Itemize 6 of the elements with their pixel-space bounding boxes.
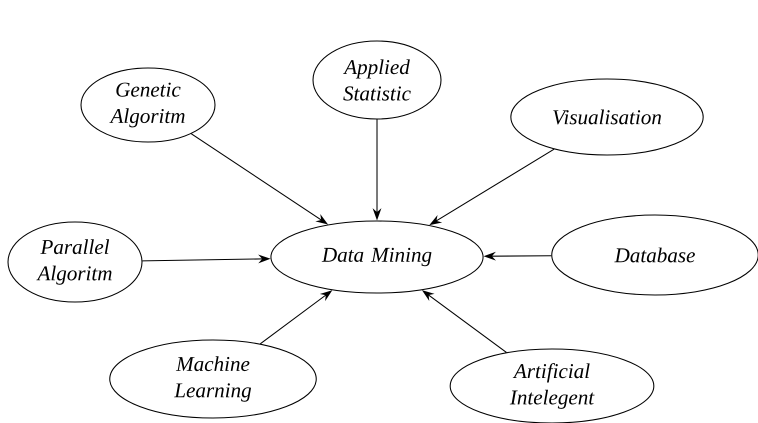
ellipse-node: Machine Learning [109,339,317,419]
ellipse-node: Applied Statistic [312,40,442,120]
ellipse-node: Visualisation [510,78,704,156]
ellipse-node: Genetic Algoritm [80,67,216,143]
ellipse-node: Data Mining [270,220,484,294]
ellipse-node: Parallel Algoritm [7,221,143,303]
